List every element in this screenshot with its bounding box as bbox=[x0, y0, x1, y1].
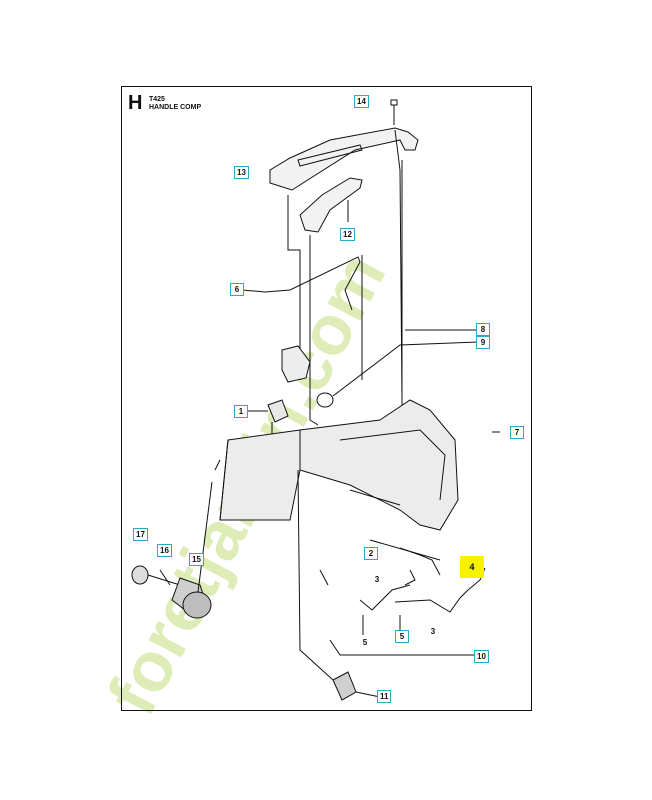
callout-6[interactable]: 6 bbox=[230, 283, 244, 296]
callout-15[interactable]: 15 bbox=[189, 553, 204, 566]
callout-7[interactable]: 7 bbox=[510, 426, 524, 439]
callout-12[interactable]: 12 bbox=[340, 228, 355, 241]
trigger-lever bbox=[299, 177, 363, 233]
callout-8[interactable]: 8 bbox=[476, 323, 490, 336]
section-code: T425 bbox=[149, 96, 165, 103]
callout-5b[interactable]: 5 bbox=[395, 630, 409, 643]
callout-9[interactable]: 9 bbox=[476, 336, 490, 349]
callout-13[interactable]: 13 bbox=[234, 166, 249, 179]
callout-10[interactable]: 10 bbox=[474, 650, 489, 663]
callout-16[interactable]: 16 bbox=[157, 544, 172, 557]
callout-5a[interactable]: 5 bbox=[362, 638, 368, 647]
top-handle bbox=[269, 127, 419, 191]
callout-17[interactable]: 17 bbox=[133, 528, 148, 541]
callout-1[interactable]: 1 bbox=[234, 405, 248, 418]
callout-3b[interactable]: 3 bbox=[430, 627, 436, 636]
section-title: HANDLE COMP bbox=[149, 104, 202, 111]
callout-2[interactable]: 2 bbox=[364, 547, 378, 560]
callout-4-highlighted[interactable]: 4 bbox=[460, 556, 484, 578]
callout-3a[interactable]: 3 bbox=[374, 575, 380, 584]
callout-14[interactable]: 14 bbox=[354, 95, 369, 108]
diagram-frame bbox=[121, 86, 532, 711]
callout-11[interactable]: 11 bbox=[377, 690, 392, 703]
section-letter: H bbox=[128, 92, 143, 114]
